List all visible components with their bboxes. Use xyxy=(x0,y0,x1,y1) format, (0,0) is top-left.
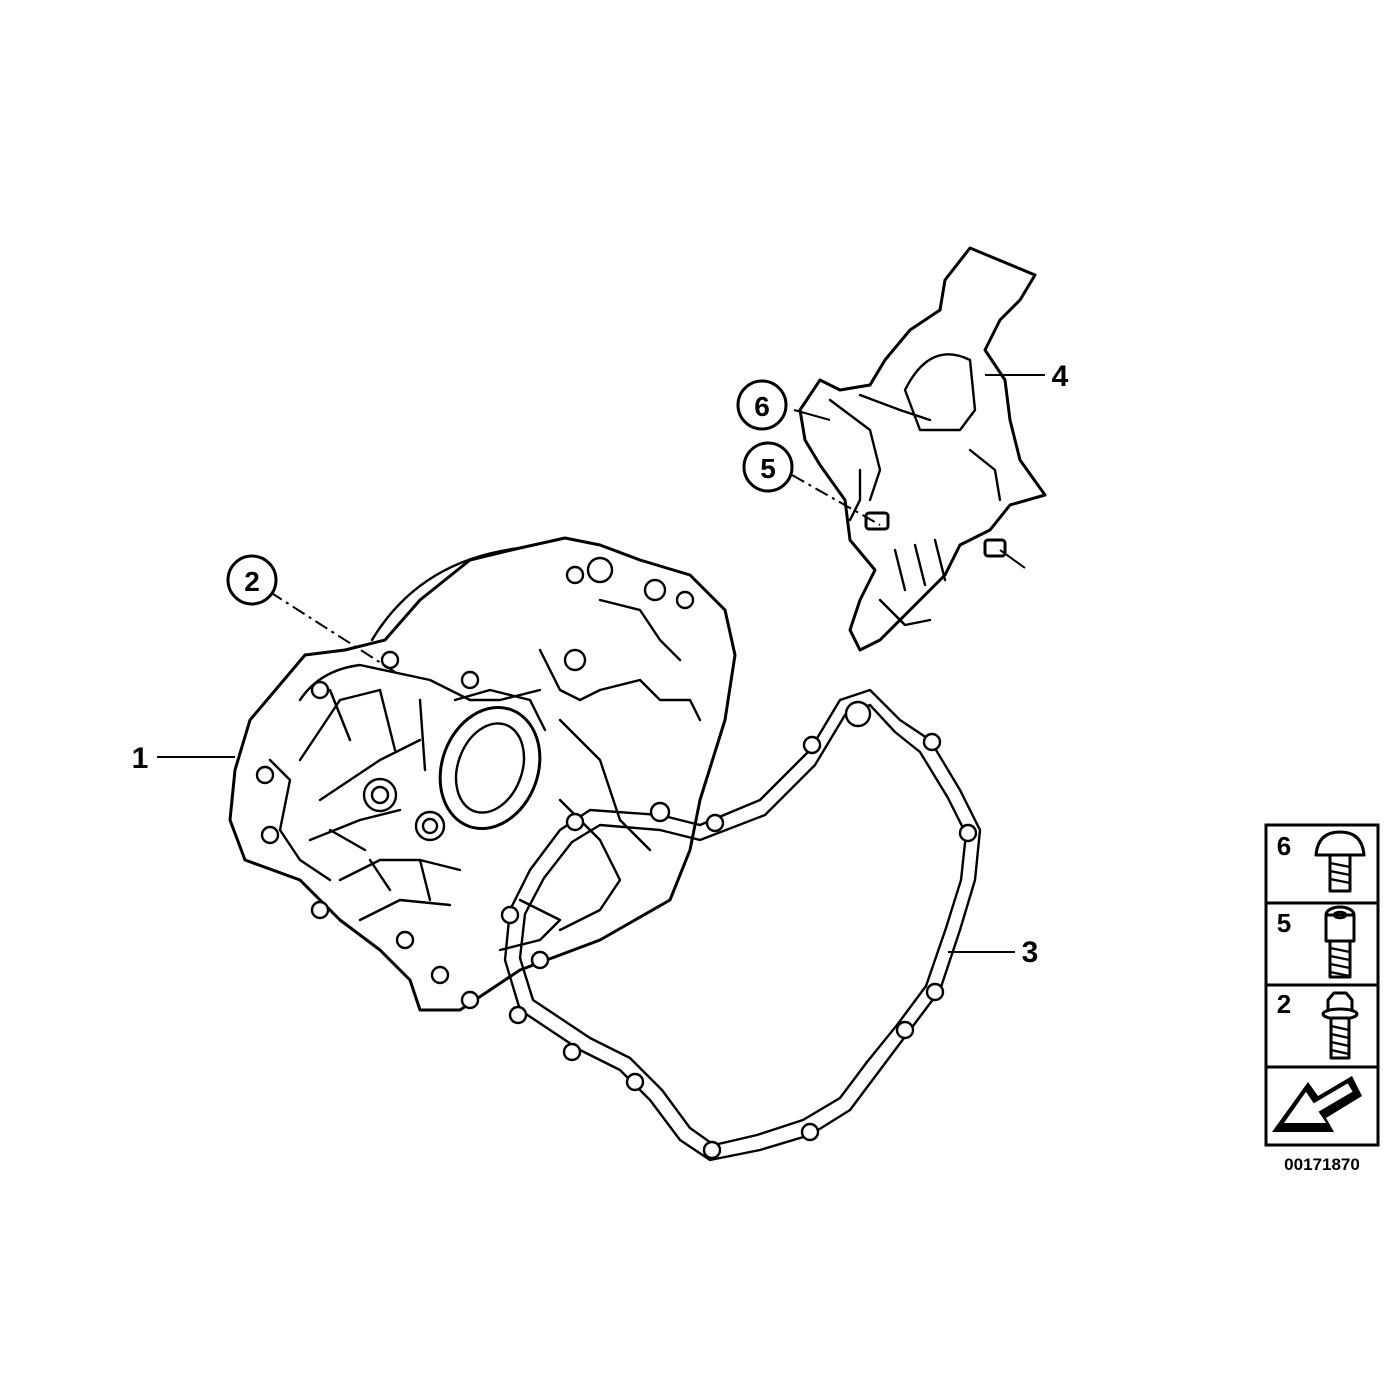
socket-cap-screw-icon xyxy=(1324,905,1356,979)
callout-1: 1 xyxy=(132,742,149,775)
cover-guard-part xyxy=(798,246,1047,652)
leader-lines xyxy=(157,374,1045,953)
fastener-panel: 6 5 2 00171870 xyxy=(1264,823,1380,1174)
direction-arrow-icon xyxy=(1272,1076,1362,1132)
reference-number: 00171870 xyxy=(1284,1155,1360,1174)
flange-bolt-icon xyxy=(1321,991,1359,1060)
callout-1-label: 1 xyxy=(132,742,149,775)
callout-5-label: 5 xyxy=(760,453,776,484)
callout-2-label: 2 xyxy=(244,566,260,597)
callout-5: 5 xyxy=(742,441,794,493)
callout-4-label: 4 xyxy=(1052,360,1069,393)
panel-row-6-label: 6 xyxy=(1277,831,1291,861)
callout-2: 2 xyxy=(226,554,278,606)
gasket-part xyxy=(500,688,982,1162)
callout-6: 6 xyxy=(736,379,788,431)
callout-6-label: 6 xyxy=(754,391,770,422)
callout-3: 3 xyxy=(1022,936,1039,969)
button-head-screw-icon xyxy=(1314,830,1366,893)
panel-row-2-label: 2 xyxy=(1277,989,1291,1019)
panel-row-5-label: 5 xyxy=(1277,908,1291,938)
callout-3-label: 3 xyxy=(1022,936,1039,969)
callout-4: 4 xyxy=(1052,360,1069,393)
housing-cover-part xyxy=(228,536,737,1012)
